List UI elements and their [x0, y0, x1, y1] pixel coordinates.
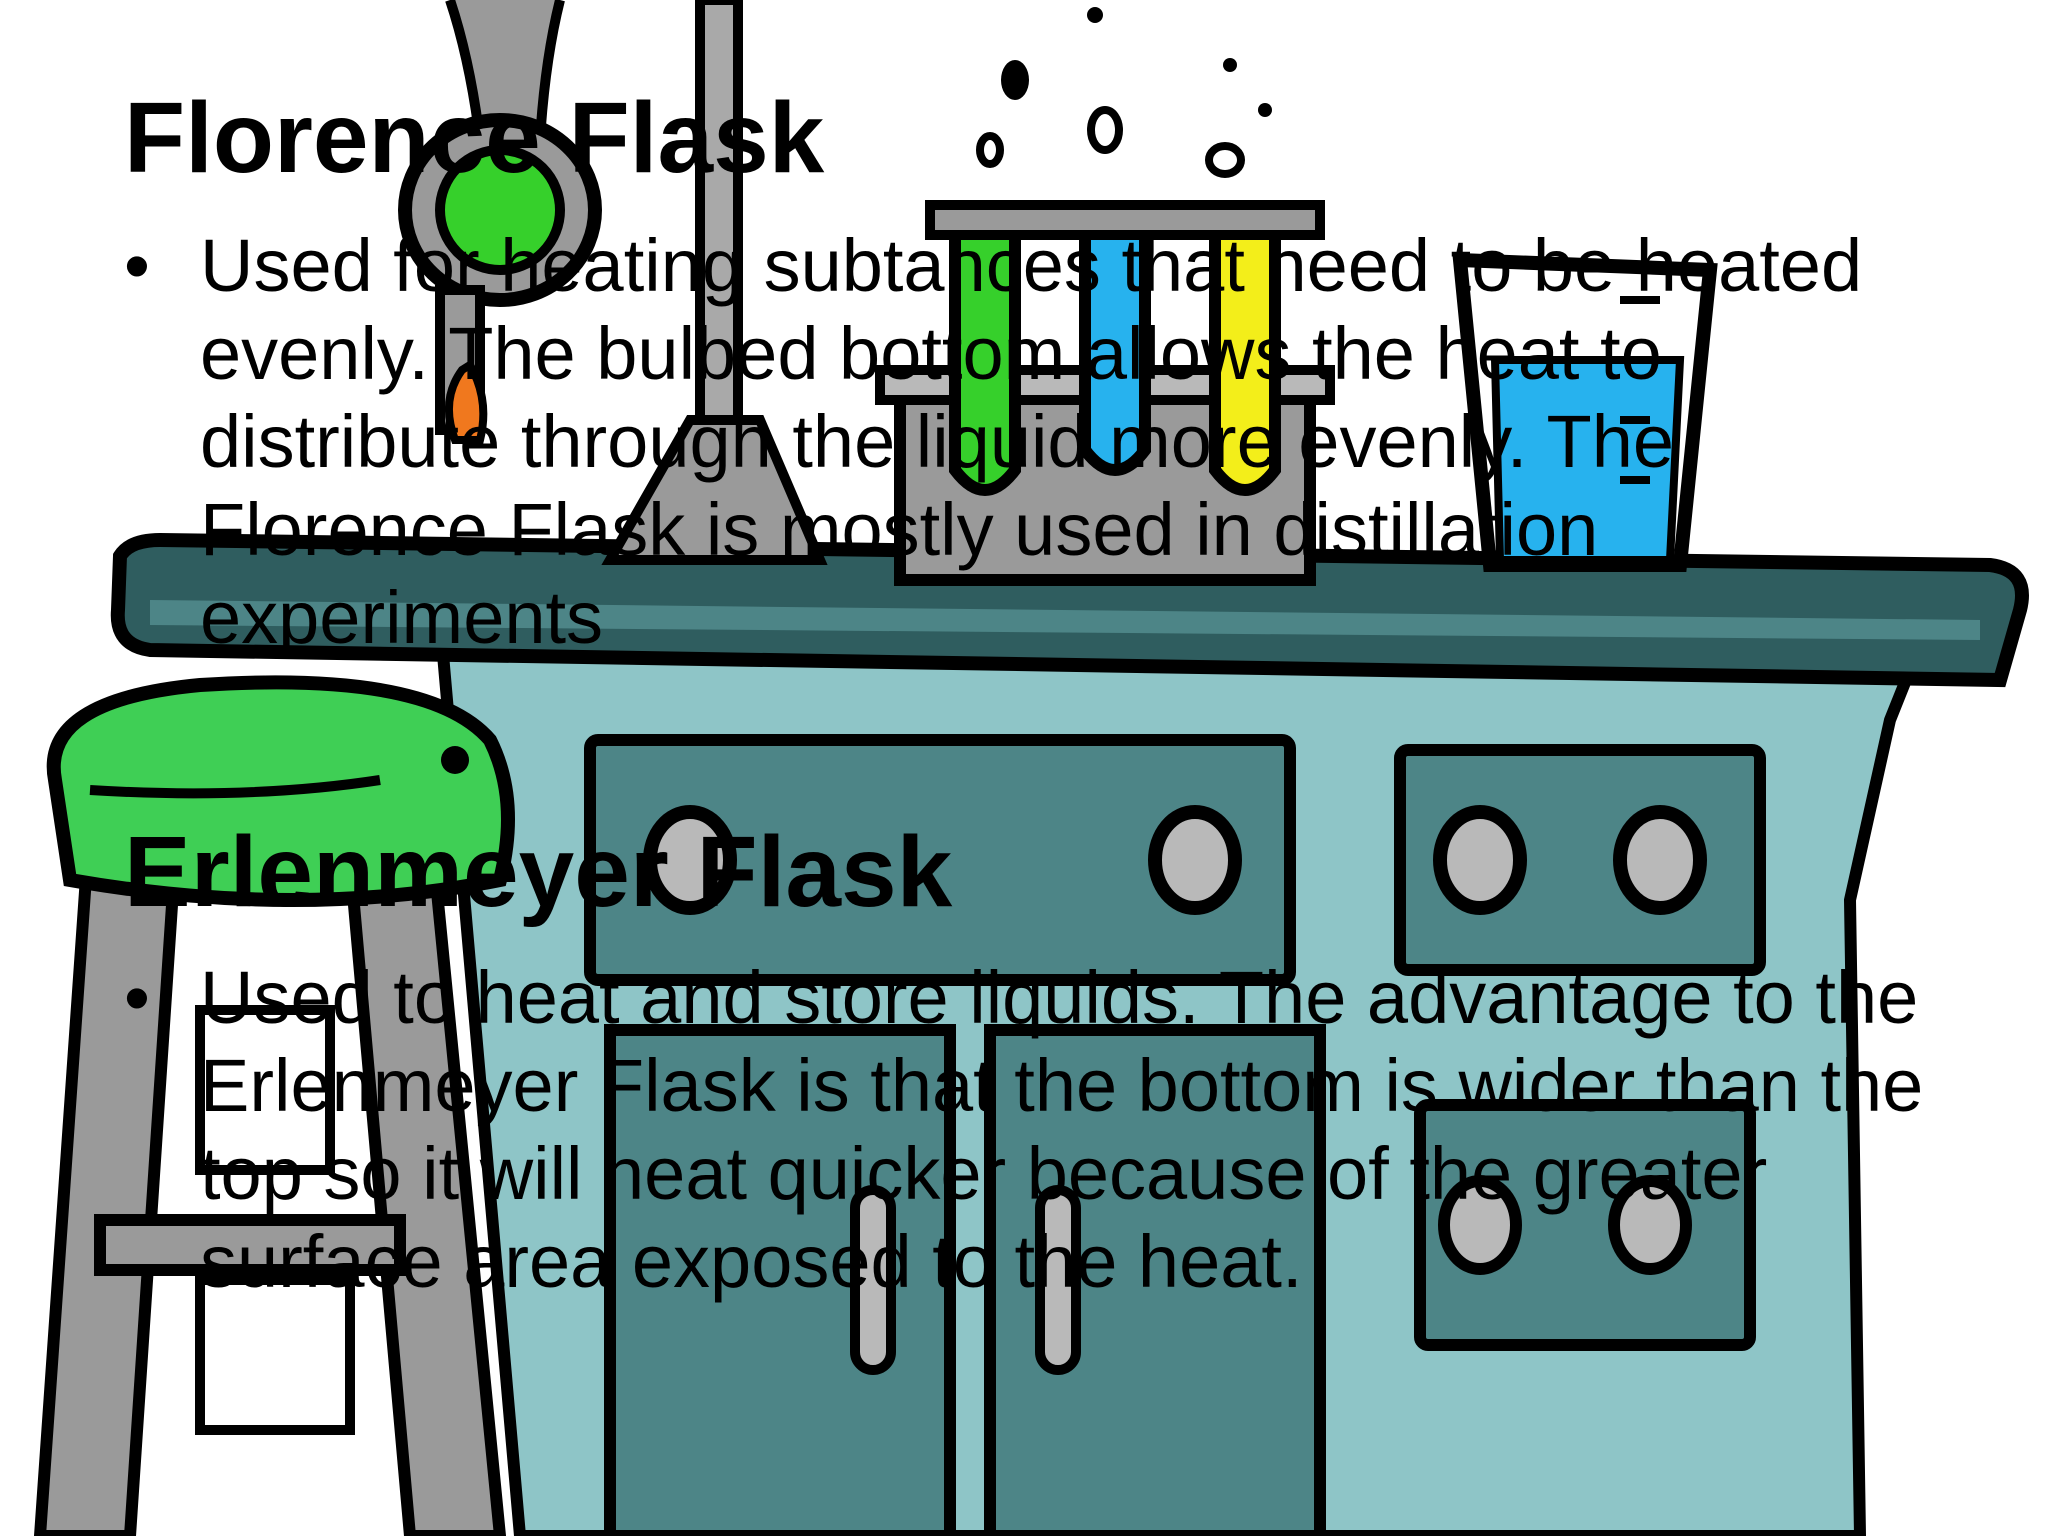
knob-icon [1613, 805, 1707, 915]
erlenmeyer-flask-heading: Erlenmeyer Flask [124, 816, 953, 928]
bubble-icon [1087, 106, 1123, 154]
drawer-panel-right [1394, 744, 1766, 976]
drawer-panel-lower [1414, 1099, 1756, 1351]
bubble-icon [1258, 103, 1272, 117]
bubble-icon [976, 132, 1004, 168]
knob-icon [1433, 805, 1527, 915]
florence-flask-description: Used for heating subtances that need to … [200, 224, 1863, 659]
bullet-marker: • [124, 224, 150, 307]
drawer-panel-left [584, 734, 1296, 986]
test-tube-yellow [1209, 214, 1281, 496]
erlenmeyer-flask-description: Used to heat and store liquids. The adva… [200, 956, 1924, 1303]
bullet-marker: • [124, 956, 150, 1039]
knob-icon [1608, 1175, 1692, 1275]
door-handle [1035, 1185, 1081, 1375]
bubble-icon [1001, 60, 1029, 100]
door-handle [850, 1185, 896, 1375]
florence-flask-heading: Florence Flask [124, 82, 825, 194]
knob-icon [1148, 805, 1242, 915]
test-tube-blue [1079, 214, 1151, 476]
test-tube-green [949, 214, 1021, 496]
counter-top [110, 532, 2029, 688]
bubble-icon [1205, 142, 1245, 178]
erlenmeyer-flask-bullet: • Used to heat and store liquids. The ad… [124, 954, 1924, 1306]
florence-flask-bullet: • Used for heating subtances that need t… [124, 222, 1924, 662]
flame-icon [444, 359, 488, 444]
knob-icon [643, 805, 737, 915]
bubble-icon [1223, 58, 1237, 72]
knob-icon [1438, 1175, 1522, 1275]
bubble-icon [1087, 7, 1103, 23]
